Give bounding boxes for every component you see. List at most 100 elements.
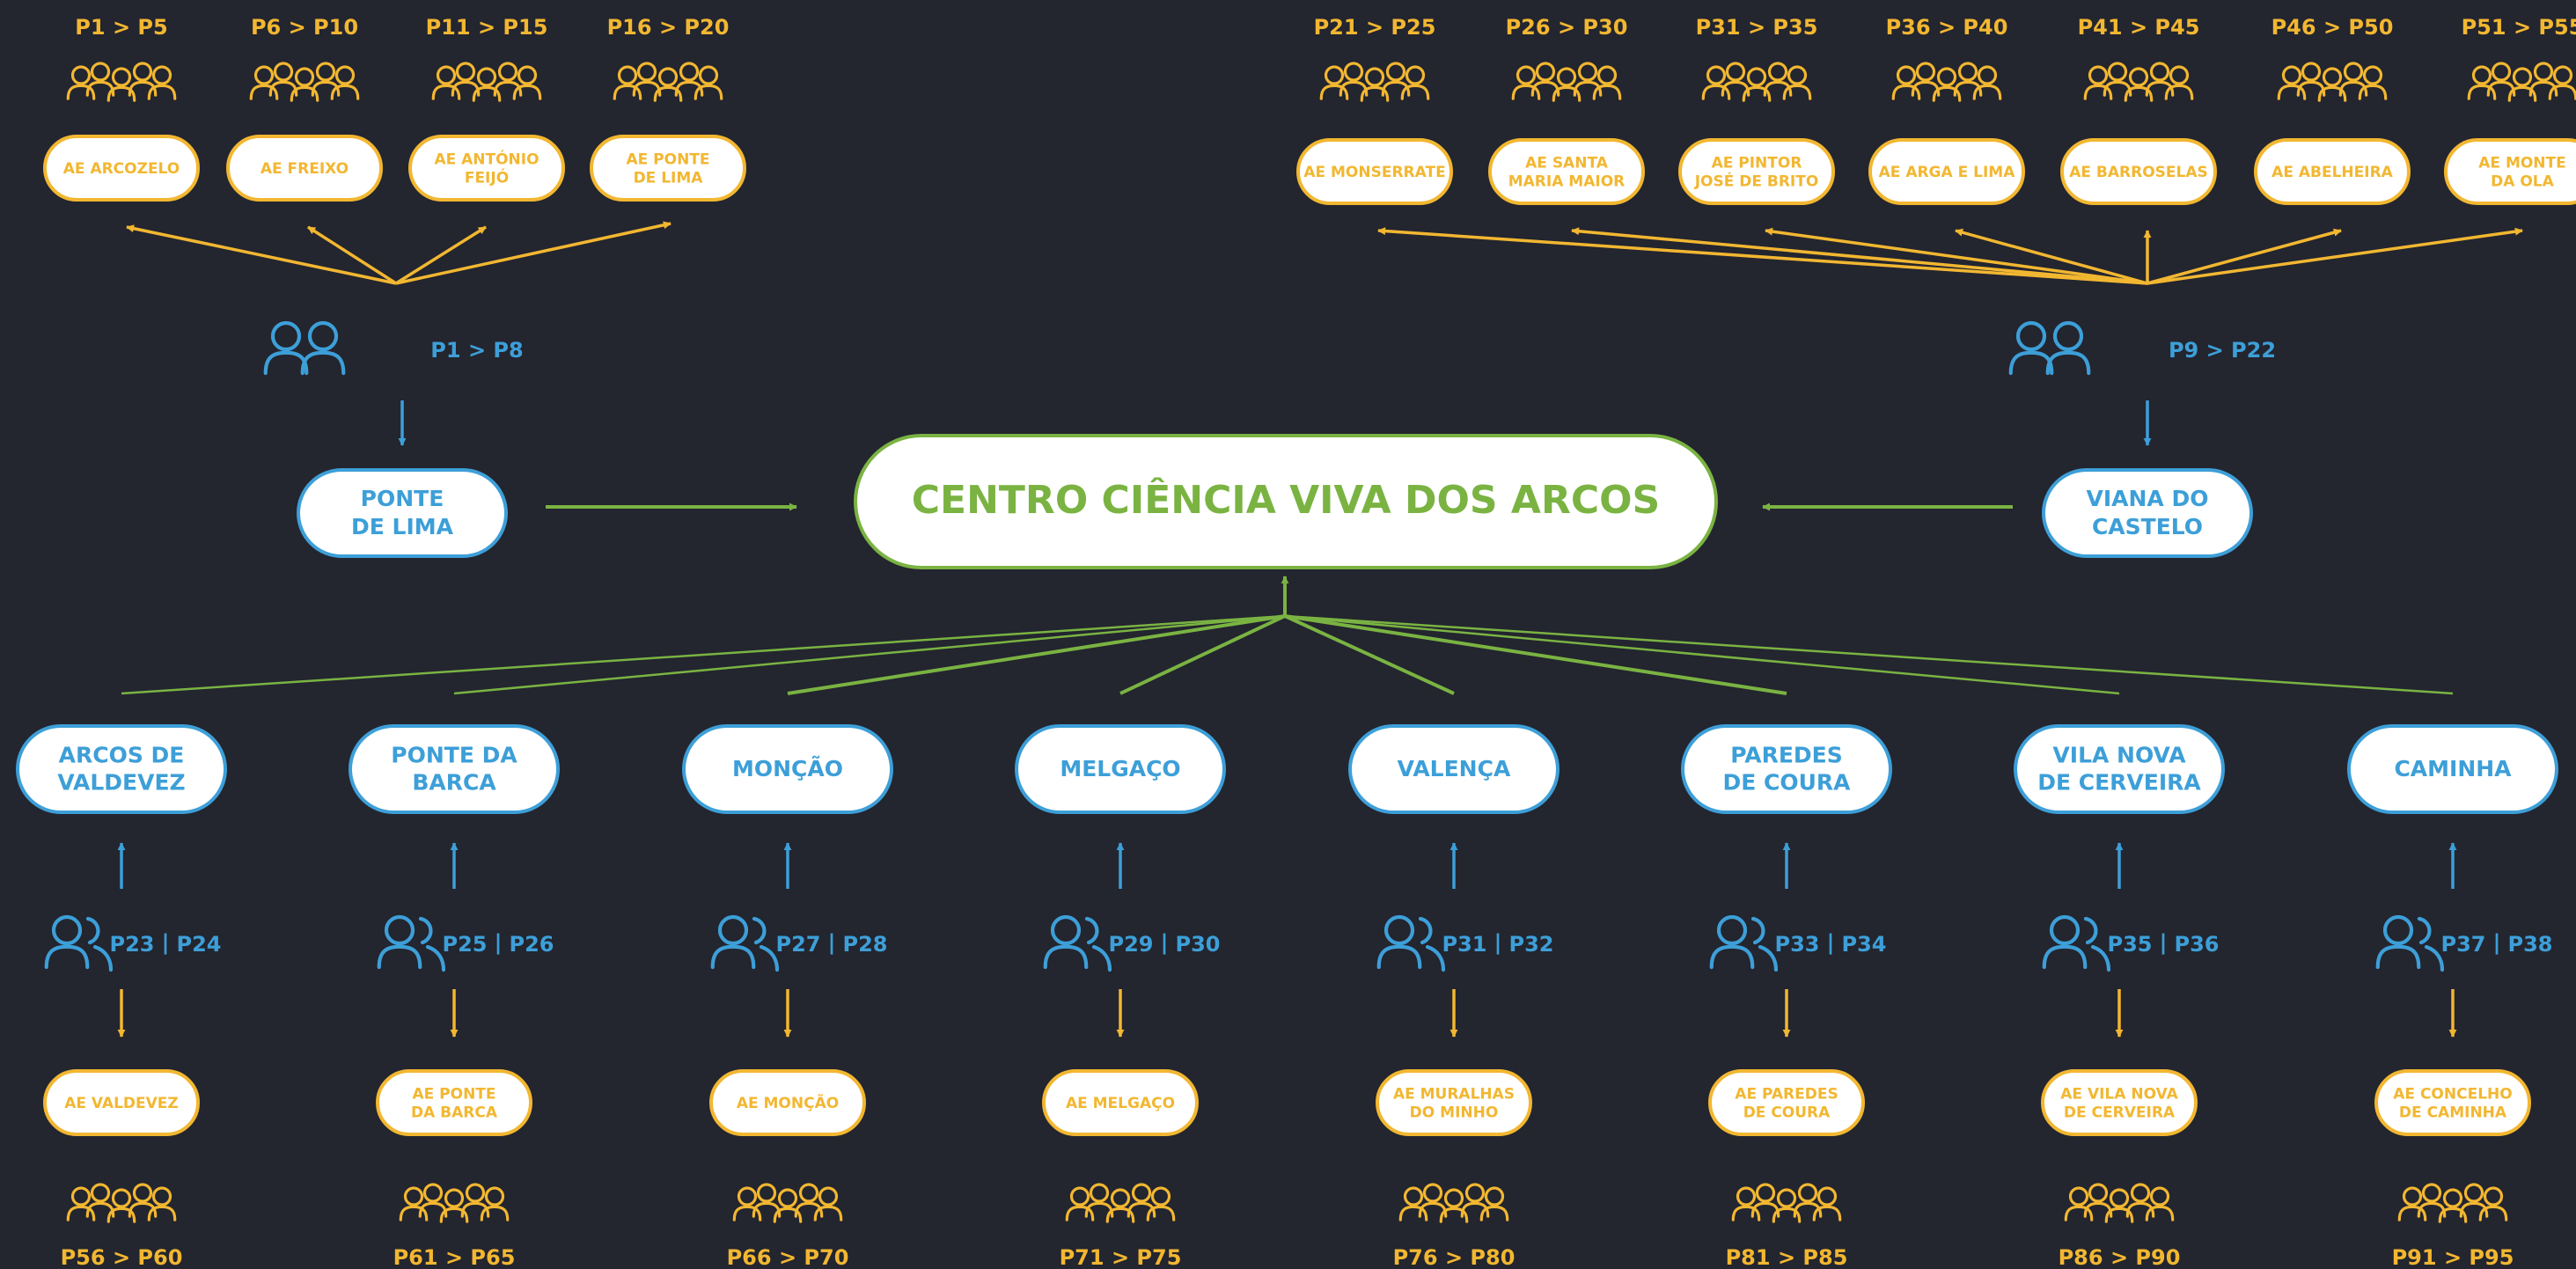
person-body xyxy=(2104,1207,2134,1223)
school-node[interactable] xyxy=(590,135,746,202)
participant-code: P30 xyxy=(1176,932,1221,957)
fan-arrow-top-left xyxy=(307,225,397,285)
school-node[interactable] xyxy=(43,135,200,202)
person-head xyxy=(1797,1183,1818,1203)
person-body xyxy=(2358,84,2388,100)
person-body xyxy=(2277,84,2307,100)
person-body xyxy=(1953,80,1983,97)
municipality-label: VALDEVEZ xyxy=(57,770,185,796)
municipality-node[interactable] xyxy=(16,724,227,814)
school-label: AE PONTE xyxy=(626,151,709,169)
convergence-line xyxy=(121,614,1286,695)
person-head xyxy=(657,67,679,87)
municipality-node[interactable] xyxy=(2014,724,2225,814)
municipality-node[interactable] xyxy=(349,724,560,814)
center-node[interactable] xyxy=(854,434,1718,569)
school-label: DA BARCA xyxy=(411,1104,498,1122)
person-head xyxy=(151,1186,172,1207)
school-node[interactable] xyxy=(1376,1069,1532,1136)
school-node[interactable] xyxy=(2254,138,2411,205)
participant-code: P25 xyxy=(443,932,488,957)
school-node[interactable] xyxy=(2374,1069,2531,1136)
school-label: AE MURALHAS xyxy=(1393,1086,1515,1104)
person-head xyxy=(818,1186,839,1207)
person-body xyxy=(1398,1205,1428,1221)
person-head xyxy=(1383,914,1415,946)
person-secondary xyxy=(752,916,780,972)
hub-label: VIANA DO xyxy=(2087,486,2209,511)
school-range: P21 > P25 xyxy=(1314,15,1436,40)
municipality-node[interactable] xyxy=(1681,724,1892,814)
person-body xyxy=(1891,84,1921,100)
school-node[interactable] xyxy=(43,1069,200,1136)
municipality-node[interactable] xyxy=(1348,724,1560,814)
school-node[interactable] xyxy=(2041,1069,2198,1136)
person-head xyxy=(1896,65,1917,85)
person-body xyxy=(1763,80,1793,97)
person-body xyxy=(1731,1205,1761,1221)
school-node[interactable] xyxy=(2060,138,2217,205)
school-group-icon xyxy=(1398,1183,1509,1223)
municipality-label: DE CERVEIRA xyxy=(2037,770,2201,796)
school-node[interactable] xyxy=(2444,138,2576,205)
person-body xyxy=(710,944,756,970)
convergence-line xyxy=(1119,614,1286,695)
person-head xyxy=(1131,1183,1152,1203)
person-head xyxy=(2068,1186,2089,1207)
school-label: DE CERVEIRA xyxy=(2064,1104,2176,1122)
school-node[interactable] xyxy=(1708,1069,1865,1136)
person-body xyxy=(512,84,542,100)
school-node[interactable] xyxy=(376,1069,532,1136)
school-node[interactable] xyxy=(1678,138,1835,205)
school-node[interactable] xyxy=(1296,138,1453,205)
person-head xyxy=(1755,1183,1776,1203)
person-body xyxy=(263,350,309,376)
person-secondary xyxy=(2083,916,2111,972)
municipality-people-icon xyxy=(1043,914,1112,972)
hub-label: PONTE xyxy=(361,486,444,511)
person-body xyxy=(1339,80,1369,97)
school-node[interactable] xyxy=(1042,1069,1199,1136)
person-body xyxy=(2125,1201,2155,1218)
school-range: P6 > P10 xyxy=(251,15,358,40)
municipality-node[interactable] xyxy=(2347,724,2558,814)
person-head xyxy=(2169,65,2190,85)
hub-node-viana-do-castelo[interactable] xyxy=(2042,468,2253,558)
school-label: AE ARGA E LIMA xyxy=(1879,164,2016,181)
person-head xyxy=(90,1183,111,1203)
person-body xyxy=(1381,80,1411,97)
person-body xyxy=(2375,944,2421,970)
school-node[interactable] xyxy=(408,135,565,202)
participant-code: P33 xyxy=(1775,932,1820,957)
school-node[interactable] xyxy=(1488,138,1645,205)
school-range: P66 > P70 xyxy=(727,1245,849,1269)
municipality-label: PONTE DA xyxy=(391,743,517,768)
person-body xyxy=(460,1201,490,1218)
person-body xyxy=(1439,1207,1469,1223)
hub-participants: P9 > P22 xyxy=(2169,338,2276,363)
person-body xyxy=(653,85,683,102)
person-head xyxy=(2128,67,2149,87)
person-body xyxy=(1084,1201,1114,1218)
person-head xyxy=(70,65,92,85)
municipality-node[interactable] xyxy=(1015,724,1226,814)
person-body xyxy=(451,80,481,97)
person-body xyxy=(2548,84,2576,100)
school-label: AE VALDEVEZ xyxy=(64,1095,179,1112)
municipality-label: MELGAÇO xyxy=(1060,756,1180,781)
person-secondary xyxy=(85,916,114,972)
participant-separator: | xyxy=(828,930,836,955)
person-body xyxy=(1772,1207,1802,1223)
participant-code: P37 xyxy=(2441,932,2486,957)
hub-node-ponte-de-lima[interactable] xyxy=(297,468,508,558)
school-node[interactable] xyxy=(709,1069,866,1136)
participant-code: P31 xyxy=(1442,932,1487,957)
hub-label: CASTELO xyxy=(2092,514,2203,539)
school-node[interactable] xyxy=(1868,138,2025,205)
school-label: AE FREIXO xyxy=(261,160,349,178)
school-node[interactable] xyxy=(226,135,383,202)
person-body xyxy=(1592,84,1622,100)
school-range: P86 > P90 xyxy=(2059,1245,2181,1269)
participant-separator: | xyxy=(2160,930,2168,955)
municipality-node[interactable] xyxy=(682,724,893,814)
